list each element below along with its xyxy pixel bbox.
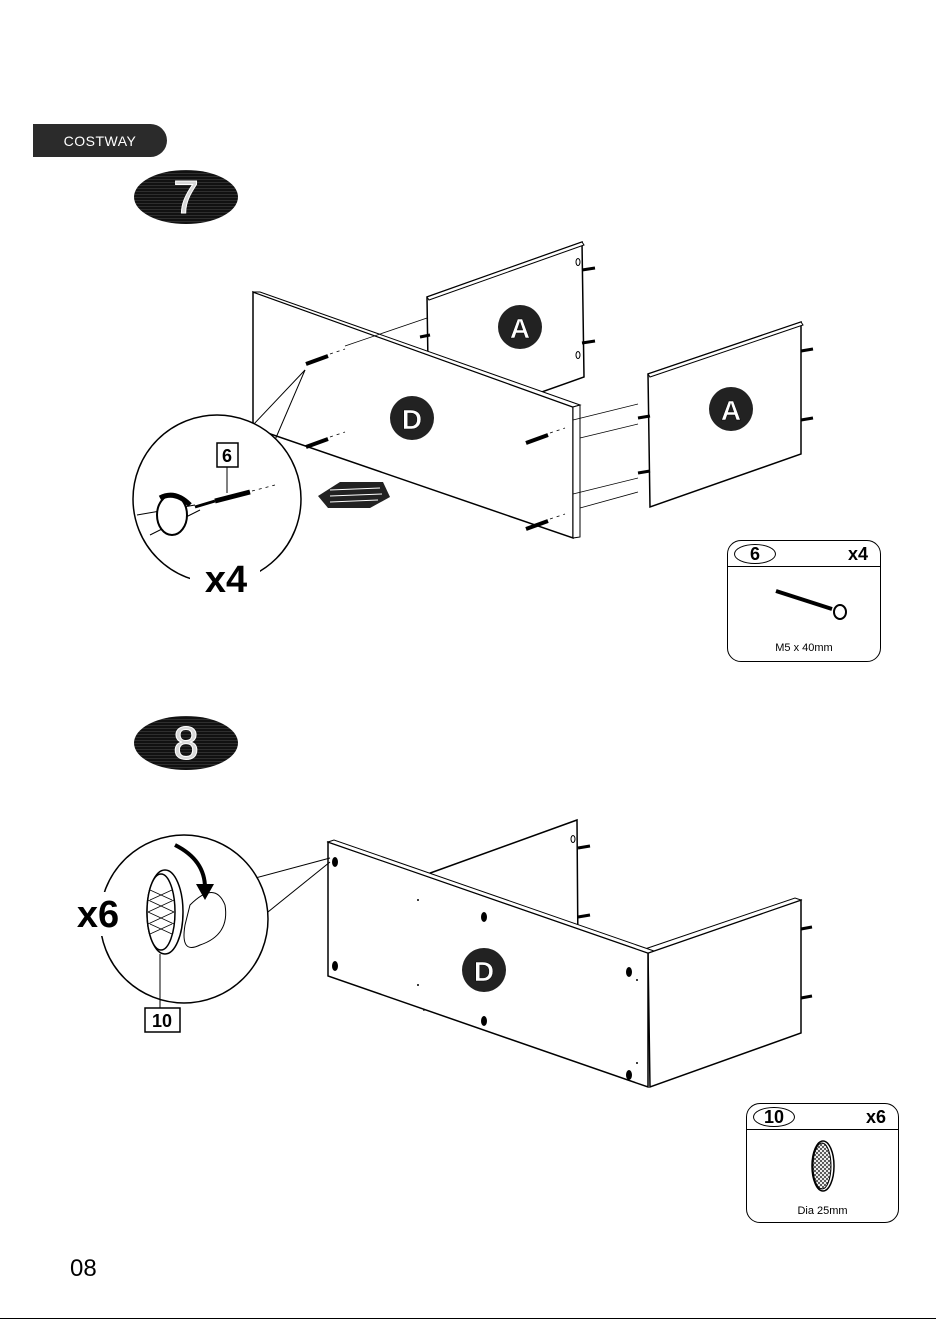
callout-part-number: 10 xyxy=(152,1011,172,1031)
bottom-rule xyxy=(0,1318,936,1319)
step-8-parts-box: 10 x6 Dia 25mm xyxy=(746,1103,899,1223)
felt-pad-icon xyxy=(805,1137,845,1195)
panel-d-label: D xyxy=(474,956,494,987)
parts-box-quantity: x6 xyxy=(866,1107,886,1128)
parts-box-number: 10 xyxy=(753,1107,795,1127)
callout-quantity: x6 xyxy=(77,894,119,936)
parts-box-spec: Dia 25mm xyxy=(747,1205,898,1217)
felt-pad-icon xyxy=(147,874,175,950)
page-number: 08 xyxy=(70,1255,97,1283)
